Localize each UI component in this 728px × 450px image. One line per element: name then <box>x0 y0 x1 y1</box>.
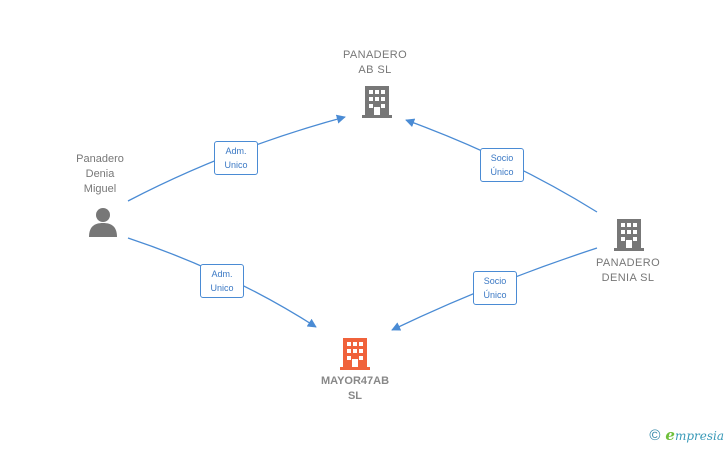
node-label-panadero-denia[interactable]: PANADERO DENIA SL <box>595 257 661 284</box>
edge-label-denia-to-ab[interactable]: Socio Único <box>480 148 524 182</box>
building-icon[interactable] <box>362 84 392 118</box>
copyright-symbol: © <box>649 426 661 444</box>
empresia-logo: empresia <box>665 426 724 444</box>
node-label-panadero-ab[interactable]: PANADERO AB SL <box>342 49 408 76</box>
edge-label-denia-to-mayor[interactable]: Socio Único <box>473 271 517 305</box>
edge-label-persona-to-ab[interactable]: Adm. Unico <box>214 141 258 175</box>
building-icon-focus[interactable] <box>340 336 370 370</box>
node-label-mayor[interactable]: MAYOR47AB SL <box>320 375 390 402</box>
person-icon[interactable] <box>88 207 118 237</box>
brand-logo: © empresia <box>649 424 724 446</box>
edge-label-persona-to-mayor[interactable]: Adm. Unico <box>200 264 244 298</box>
logo-initial: e <box>665 426 675 444</box>
node-label-persona[interactable]: Panadero Denia Miguel <box>76 153 124 195</box>
building-icon[interactable] <box>614 217 644 251</box>
logo-text: mpresia <box>674 429 724 443</box>
